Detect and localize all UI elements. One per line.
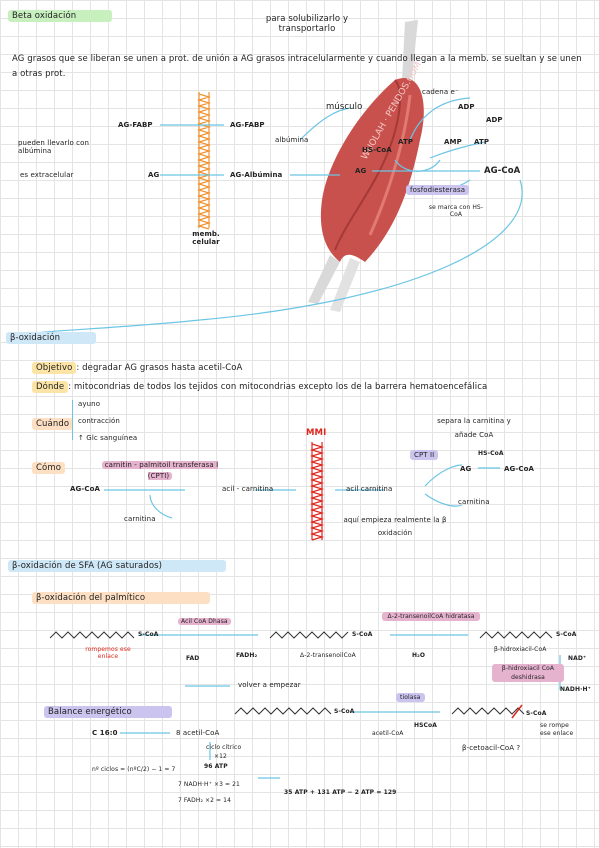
dehydrogenase-enzyme: β-hidroxiacil CoA deshidrasa (492, 664, 564, 682)
thiolase-enzyme: tiolasa (396, 693, 425, 702)
ag-coa-label: AG-CoA (484, 166, 521, 176)
atp2-label: ATP (474, 138, 490, 146)
how-label: Cómo (32, 462, 66, 474)
ag-label: AG (148, 171, 160, 179)
albumin-label: albúmina (275, 136, 309, 144)
marked-hscoa-label: se marca con HS-CoA (428, 204, 484, 218)
water-label: H₂O (412, 652, 426, 659)
trans-enoyl-label: Δ-2-transenoilCoA (300, 652, 356, 659)
when-item-glucose: ↑ Glc sanguínea (78, 434, 138, 442)
adp-label: ADP (458, 103, 475, 111)
nadh-label: NADH·H⁺ (560, 686, 591, 693)
ag-coa-start: AG-CoA (70, 485, 101, 493)
atp-96: 96 ATP (204, 763, 228, 770)
intro-bullet: AG grasos que se liberan se unen a prot.… (12, 54, 582, 79)
where-text: : mitocondrias de todos los tejidos con … (68, 382, 488, 392)
carnitine-bottom: carnitina (124, 515, 156, 523)
bond-broken-note: se rompe ese enlace (540, 722, 574, 737)
acetyl-coa-label: acetil-CoA (372, 730, 404, 737)
here-starts: aquí empieza realmente la β oxidación (343, 516, 447, 537)
phosphodiesterase-label: fosfodiesterasa (406, 185, 470, 195)
ag-coa-mito: AG-CoA (504, 465, 535, 473)
atp-label: ATP (398, 138, 414, 146)
mitochondrial-membrane (309, 442, 325, 541)
ag-albumin-label: AG-Albúmina (230, 171, 283, 179)
can-carry-albumin: pueden llevarlo con albúmina (18, 139, 90, 155)
hscoa-label: HSCoA (414, 722, 438, 729)
nadh-atp-line: 7 NADH·H⁺ ×3 = 21 (178, 781, 240, 788)
cell-membrane (196, 92, 212, 230)
where-label: Dónde (32, 381, 69, 393)
beta-oxidation-heading: β-oxidación (6, 332, 96, 344)
mmi-label: MMI (306, 428, 327, 438)
total-atp-line: 35 ATP + 131 ATP − 2 ATP = 129 (284, 789, 397, 796)
cpt2-label: CPT II (410, 450, 439, 460)
hydroxyacyl-label: β-hidroxiacil-CoA (494, 646, 547, 653)
arrows (34, 97, 561, 779)
when-label: Cuándo (32, 418, 74, 430)
sfa-heading: β-oxidación de SFA (AG saturados) (8, 560, 226, 572)
fadh2-label: FADH₂ (236, 652, 258, 659)
break-bond-note: rompemos ese enlace (85, 646, 131, 660)
s-coa-1: S-CoA (138, 631, 159, 638)
separates-carnitine: separa la carnitina y añade CoA (437, 417, 511, 439)
muscle-label: músculo (326, 102, 363, 112)
acyl-carnitine-2: acil carnitina (346, 485, 393, 493)
s-coa-4: S-CoA (526, 710, 547, 717)
acetyl-coa-count: 8 acetil-CoA (176, 729, 220, 737)
hydratase-enzyme: Δ-2-transenoilCoA hidratasa (382, 612, 480, 621)
ag-fabp-right: AG-FABP (230, 121, 265, 129)
objective-text: : degradar AG grasos hasta acetil-CoA (76, 363, 243, 373)
acyl-coa-dh-enzyme: Acil CoA Dhasa (178, 618, 231, 625)
palmitic-heading: β-oxidación del palmítico (32, 592, 210, 604)
when-item-fasting: ayuno (78, 400, 101, 408)
page-title: Beta oxidación (8, 10, 112, 22)
hs-coa-label: HS-CoA (362, 146, 392, 154)
objective-label: Objetivo (32, 362, 77, 374)
acyl-carnitine-1: acil - carnitina (222, 485, 274, 493)
s-coa-2: S-CoA (352, 631, 373, 638)
when-item-contraction: contracción (78, 417, 120, 425)
restart-label: volver a empezar (238, 681, 301, 689)
ag-mito: AG (460, 465, 472, 473)
ag-fabp-left: AG-FABP (118, 121, 153, 129)
cycles-count: nº ciclos = (nºC/2) − 1 = 7 (92, 766, 176, 773)
times-twelve: ×12 (214, 753, 227, 760)
fadh2-atp-line: 7 FADH₂ ×2 = 14 (178, 797, 231, 804)
energy-balance-heading: Balance energético (44, 706, 172, 718)
membrane-label: memb. celular (192, 230, 220, 246)
nad-label: NAD⁺ (568, 655, 587, 662)
ketoacyl-label: β-cetoacil-CoA ? (462, 744, 521, 752)
adp2-label: ADP (486, 116, 503, 124)
cpt1-label: carnitin - palmitoil transferasa I (CPTI… (101, 461, 219, 480)
electron-chain-label: cadena e⁻ (422, 88, 459, 96)
carnitine-right: carnitina (458, 498, 490, 506)
s-coa-3: S-CoA (556, 631, 577, 638)
hs-coa-mito: HS-CoA (478, 450, 504, 457)
fatty-acid-chains (49, 631, 553, 715)
extracellular-label: es extracelular (20, 171, 74, 179)
hs-coa-product: S-CoA (334, 708, 355, 715)
citric-cycle-label: ciclo cítrico (206, 744, 242, 751)
palmitate-formula: C 16:0 (92, 729, 118, 737)
note-solubilize: para solubilizarlo y transportarlo (265, 14, 349, 34)
fad-label: FAD (186, 655, 200, 662)
ag2-label: AG (355, 167, 367, 175)
amp-label: AMP (444, 138, 462, 146)
